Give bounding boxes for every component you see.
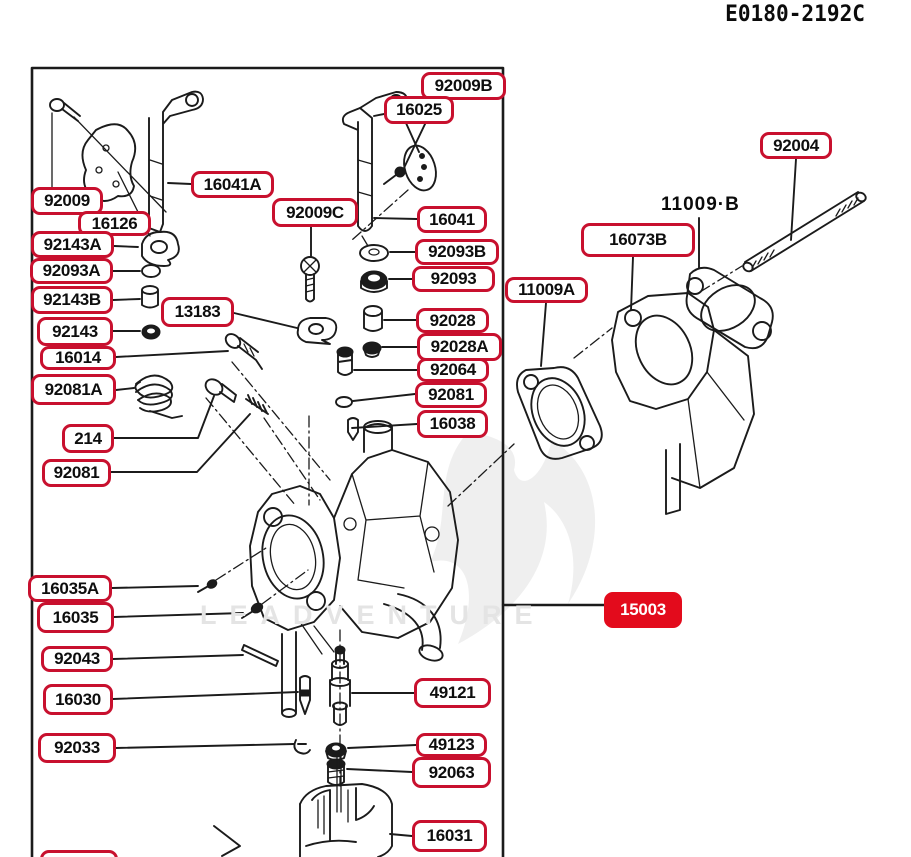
nut-92028A-part (362, 341, 382, 358)
jet-92064-part (336, 346, 354, 376)
arrow-cutoff-part (213, 825, 241, 857)
clamp-13183-part (296, 317, 338, 345)
leader-lines (110, 98, 797, 837)
page-code: E0180-2192C (725, 2, 865, 27)
spring-92081-small-part (245, 394, 269, 415)
choke-lever-16041A-part (148, 90, 204, 233)
part-label-15003-highlighted[interactable]: 15003 (604, 592, 682, 628)
needle-valve-16030-part (299, 675, 311, 715)
screw-214-part (204, 378, 237, 403)
part-label-16041A[interactable]: 16041A (191, 171, 274, 198)
oring-92093-part (360, 270, 388, 293)
part-label-92143A[interactable]: 92143A (31, 231, 114, 258)
part-label-92081-right[interactable]: 92081 (415, 382, 487, 408)
part-label-11009A[interactable]: 11009A (505, 277, 588, 303)
part-label-49121[interactable]: 49121 (414, 678, 491, 708)
part-label-92093B[interactable]: 92093B (415, 239, 499, 265)
gasket-11009B-part (685, 266, 774, 350)
pivot-piece-16126-part (141, 230, 180, 267)
part-label-92093[interactable]: 92093 (412, 266, 495, 292)
part-label-92009C[interactable]: 92009C (272, 198, 358, 227)
screw-16014-part (224, 333, 263, 370)
diagram-frame (30, 66, 505, 857)
clip-92033-part (293, 739, 311, 755)
spring-92081A-part (134, 374, 183, 419)
part-label-92043[interactable]: 92043 (41, 646, 113, 672)
screw-92009C-part (300, 256, 320, 303)
part-label-16030[interactable]: 16030 (43, 684, 113, 715)
stud-92004-part (742, 191, 867, 273)
float-bowl-16031-part (299, 755, 393, 857)
group-heading-11009B: 11009·B (661, 194, 740, 215)
part-label-13183[interactable]: 13183 (161, 297, 234, 327)
part-label-92004[interactable]: 92004 (760, 132, 832, 159)
part-label-92081-left[interactable]: 92081 (42, 459, 111, 487)
watermark-text: LEADVENTURE (200, 600, 546, 630)
part-label-92028A[interactable]: 92028A (417, 333, 502, 361)
part-label-92143B[interactable]: 92143B (31, 286, 113, 314)
oring-92081-right-part (335, 396, 353, 408)
jet-92028-part (363, 305, 383, 332)
washer-49123-part (325, 742, 347, 761)
part-label-16031[interactable]: 16031 (412, 820, 487, 852)
manifold-16073B-part (611, 292, 755, 515)
part-label-92009B[interactable]: 92009B (421, 72, 506, 100)
pin-92043-part (241, 644, 279, 667)
part-label-92033[interactable]: 92033 (38, 733, 116, 763)
gasket-11009A-part (516, 366, 603, 460)
jet-16035-part (241, 602, 264, 619)
jet-92063-part (326, 758, 346, 786)
washer-92093B-part (359, 244, 389, 262)
part-label-92081A[interactable]: 92081A (31, 374, 116, 405)
carburetor-body-part (249, 420, 459, 718)
part-label-16035A[interactable]: 16035A (28, 575, 112, 602)
part-label-16014[interactable]: 16014 (40, 346, 116, 370)
butterfly-plate-16025-part (403, 144, 437, 192)
part-label-214[interactable]: 214 (62, 424, 114, 453)
part-label-92009[interactable]: 92009 (31, 187, 103, 215)
part-label-16025[interactable]: 16025 (384, 96, 454, 124)
part-label-92028[interactable]: 92028 (416, 308, 489, 333)
part-label-16038[interactable]: 16038 (417, 410, 488, 438)
part-label-49123[interactable]: 49123 (416, 733, 487, 757)
part-label-92143[interactable]: 92143 (37, 317, 113, 346)
part-label-92064[interactable]: 92064 (417, 358, 489, 382)
part-label-16041[interactable]: 16041 (417, 206, 487, 233)
part-label-16035[interactable]: 16035 (37, 602, 114, 633)
screw-92009-part (49, 98, 81, 188)
jet-16035A-part (197, 579, 218, 593)
part-label-cutoff[interactable] (40, 850, 118, 857)
needle-16038-part (347, 417, 359, 441)
part-label-92093A[interactable]: 92093A (30, 258, 113, 284)
part-label-92063[interactable]: 92063 (412, 757, 491, 788)
screw-92009B-part (383, 166, 406, 185)
oring-92093A-part (141, 264, 161, 278)
part-label-16073B[interactable]: 16073B (581, 223, 695, 257)
ring-92143-part (141, 324, 161, 340)
bushing-92143B-part (141, 285, 159, 309)
assembly-axis-lines (205, 189, 743, 787)
